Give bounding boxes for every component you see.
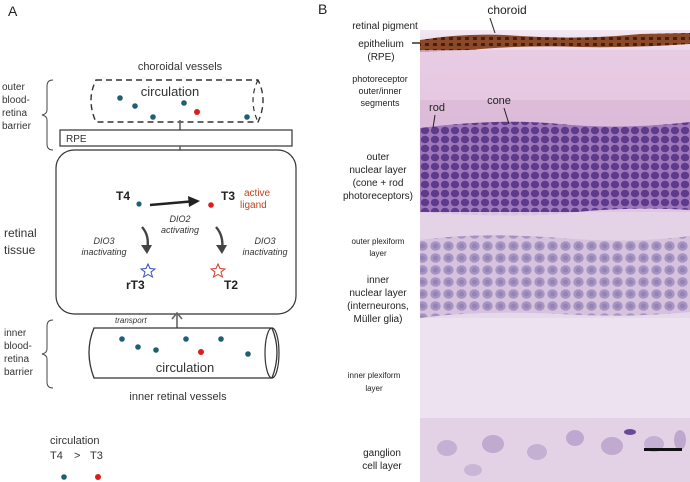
svg-text:barrier: barrier	[2, 121, 32, 132]
svg-text:inactivating: inactivating	[242, 247, 287, 257]
panel-b-label: B	[318, 1, 327, 17]
rod-pointer	[432, 114, 436, 129]
legend-t4-dot	[61, 474, 67, 480]
onl-label: outer nuclear layer (cone + rod photorec…	[343, 152, 413, 202]
cone-label: cone	[487, 95, 511, 107]
histology-image	[420, 30, 690, 482]
svg-text:retina: retina	[4, 354, 29, 365]
legend-gt: >	[74, 450, 80, 462]
outer-barrier-brace	[41, 79, 54, 151]
legend-t3: T3	[90, 450, 103, 462]
svg-text:outer: outer	[367, 152, 390, 163]
rt3-star	[139, 262, 157, 279]
cone-pointer	[503, 107, 510, 125]
dio3-left-label: DIO3 inactivating	[81, 236, 126, 257]
svg-text:nuclear layer: nuclear layer	[349, 165, 407, 176]
circulation-bottom-label: circulation	[156, 360, 215, 375]
gcl-label: ganglion cell layer	[362, 448, 402, 472]
svg-text:inner plexiform: inner plexiform	[348, 371, 401, 380]
svg-text:ganglion: ganglion	[363, 448, 401, 459]
inner-barrier-brace	[41, 319, 54, 389]
legend-t4: T4	[50, 450, 63, 462]
svg-text:retinal: retinal	[4, 226, 37, 240]
outer-barrier-label: outer blood- retina barrier	[2, 82, 32, 132]
dio2-label: DIO2 activating	[161, 214, 199, 235]
svg-text:inner: inner	[367, 275, 390, 286]
svg-text:layer: layer	[365, 384, 383, 393]
choroid-pointer	[489, 17, 496, 34]
svg-text:segments: segments	[360, 98, 400, 108]
dio3-left-arrow	[141, 226, 152, 254]
scale-bar	[644, 448, 682, 451]
svg-text:outer: outer	[2, 82, 25, 93]
t2-label: T2	[224, 278, 238, 292]
transport-bottom-label: transport	[115, 316, 147, 325]
t2-star	[209, 262, 227, 279]
rpe-box-label: RPE	[66, 134, 87, 145]
svg-text:layer: layer	[369, 249, 387, 258]
svg-text:blood-: blood-	[4, 341, 32, 352]
svg-text:inactivating: inactivating	[81, 247, 126, 257]
inner-barrier-label: inner blood- retina barrier	[4, 328, 34, 378]
photoreceptor-label: photoreceptor outer/inner segments	[352, 74, 408, 108]
dio3-right-label: DIO3 inactivating	[242, 236, 287, 257]
svg-text:epithelium: epithelium	[358, 39, 404, 50]
svg-text:DIO3: DIO3	[254, 236, 275, 246]
panel-a-label: A	[8, 3, 18, 19]
circulation-top-dots	[117, 95, 250, 120]
choroidal-vessel	[90, 79, 264, 123]
svg-text:outer/inner: outer/inner	[358, 86, 401, 96]
svg-text:photoreceptors): photoreceptors)	[343, 191, 413, 202]
dio2-arrow	[149, 196, 200, 207]
choroidal-vessels-label: choroidal vessels	[138, 61, 223, 73]
svg-text:ligand: ligand	[240, 200, 267, 211]
svg-text:retina: retina	[2, 108, 27, 119]
rpe-box	[59, 129, 293, 147]
svg-text:retinal pigment: retinal pigment	[352, 21, 418, 32]
t4-label: T4	[116, 189, 130, 203]
svg-text:(cone + rod: (cone + rod	[353, 178, 404, 189]
inl-label: inner nuclear layer (interneurons, Mülle…	[347, 275, 409, 325]
legend: circulation T4 > T3	[50, 435, 103, 480]
t3-label: T3	[221, 189, 235, 203]
inner-vessels-label: inner retinal vessels	[129, 391, 227, 403]
circulation-bottom-dots	[119, 336, 251, 357]
active-ligand-label: active ligand	[240, 188, 271, 211]
svg-text:inner: inner	[4, 328, 27, 339]
svg-text:activating: activating	[161, 225, 199, 235]
svg-text:nuclear layer: nuclear layer	[349, 288, 407, 299]
svg-text:cell layer: cell layer	[362, 461, 402, 472]
dio3-right-arrow	[215, 226, 227, 254]
t3-dot	[208, 202, 214, 208]
rpe-label: retinal pigment epithelium (RPE)	[352, 21, 418, 63]
circulation-top-label: circulation	[141, 84, 200, 99]
legend-title: circulation	[50, 435, 100, 447]
svg-text:Müller glia): Müller glia)	[354, 314, 403, 325]
svg-text:blood-: blood-	[2, 95, 30, 106]
svg-text:tissue: tissue	[4, 243, 36, 257]
opl-label: outer plexiform layer	[352, 237, 405, 258]
svg-text:outer plexiform: outer plexiform	[352, 237, 405, 246]
svg-text:DIO2: DIO2	[169, 214, 190, 224]
svg-text:(interneurons,: (interneurons,	[347, 301, 409, 312]
retinal-tissue-label: retinal tissue	[4, 226, 37, 257]
rod-label: rod	[429, 102, 445, 114]
svg-text:barrier: barrier	[4, 367, 34, 378]
svg-text:photoreceptor: photoreceptor	[352, 74, 408, 84]
svg-text:active: active	[244, 188, 271, 199]
ipl-label: inner plexiform layer	[348, 371, 401, 393]
rt3-label: rT3	[126, 278, 145, 292]
inner-retinal-vessel	[88, 327, 280, 379]
svg-text:(RPE): (RPE)	[367, 52, 394, 63]
choroid-label: choroid	[487, 3, 526, 17]
legend-t3-dot	[95, 474, 101, 480]
t4-dot	[136, 201, 142, 207]
svg-text:DIO3: DIO3	[93, 236, 114, 246]
